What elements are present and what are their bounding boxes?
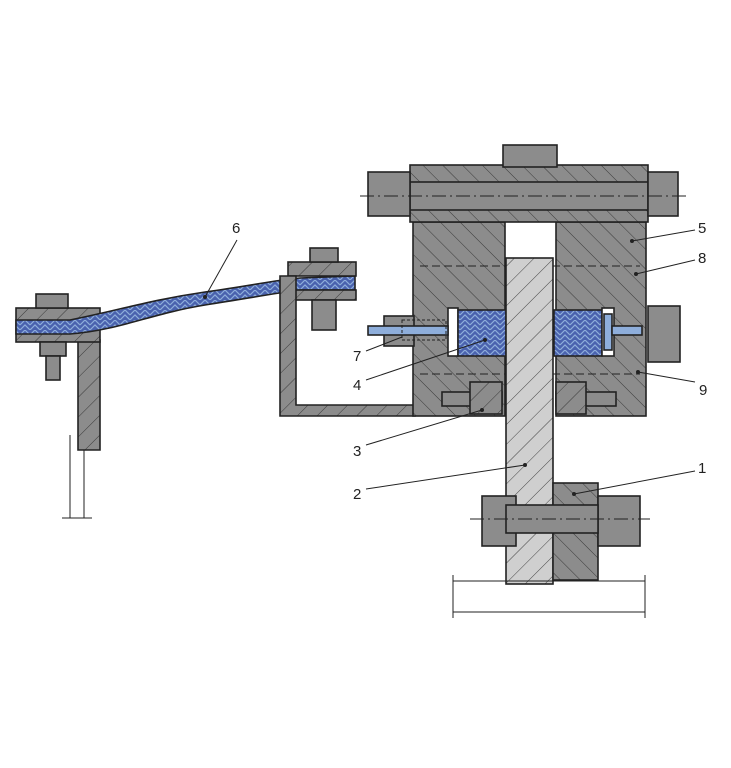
base-plate <box>452 575 646 618</box>
label-5: 5 <box>698 220 706 237</box>
label-8: 8 <box>698 250 706 267</box>
set-screws <box>441 381 617 415</box>
lower-clamp <box>470 482 650 581</box>
label-2: 2 <box>353 486 361 503</box>
label-9: 9 <box>699 382 707 399</box>
label-7: 7 <box>353 348 361 365</box>
leader-lines <box>203 229 696 496</box>
packing <box>447 307 615 357</box>
label-6: 6 <box>232 220 240 237</box>
label-1: 1 <box>698 460 706 477</box>
label-3: 3 <box>353 443 361 460</box>
label-4: 4 <box>353 377 361 394</box>
hose-bracket <box>279 247 416 417</box>
left-bracket <box>15 293 101 451</box>
adjusting-screw <box>367 305 681 363</box>
